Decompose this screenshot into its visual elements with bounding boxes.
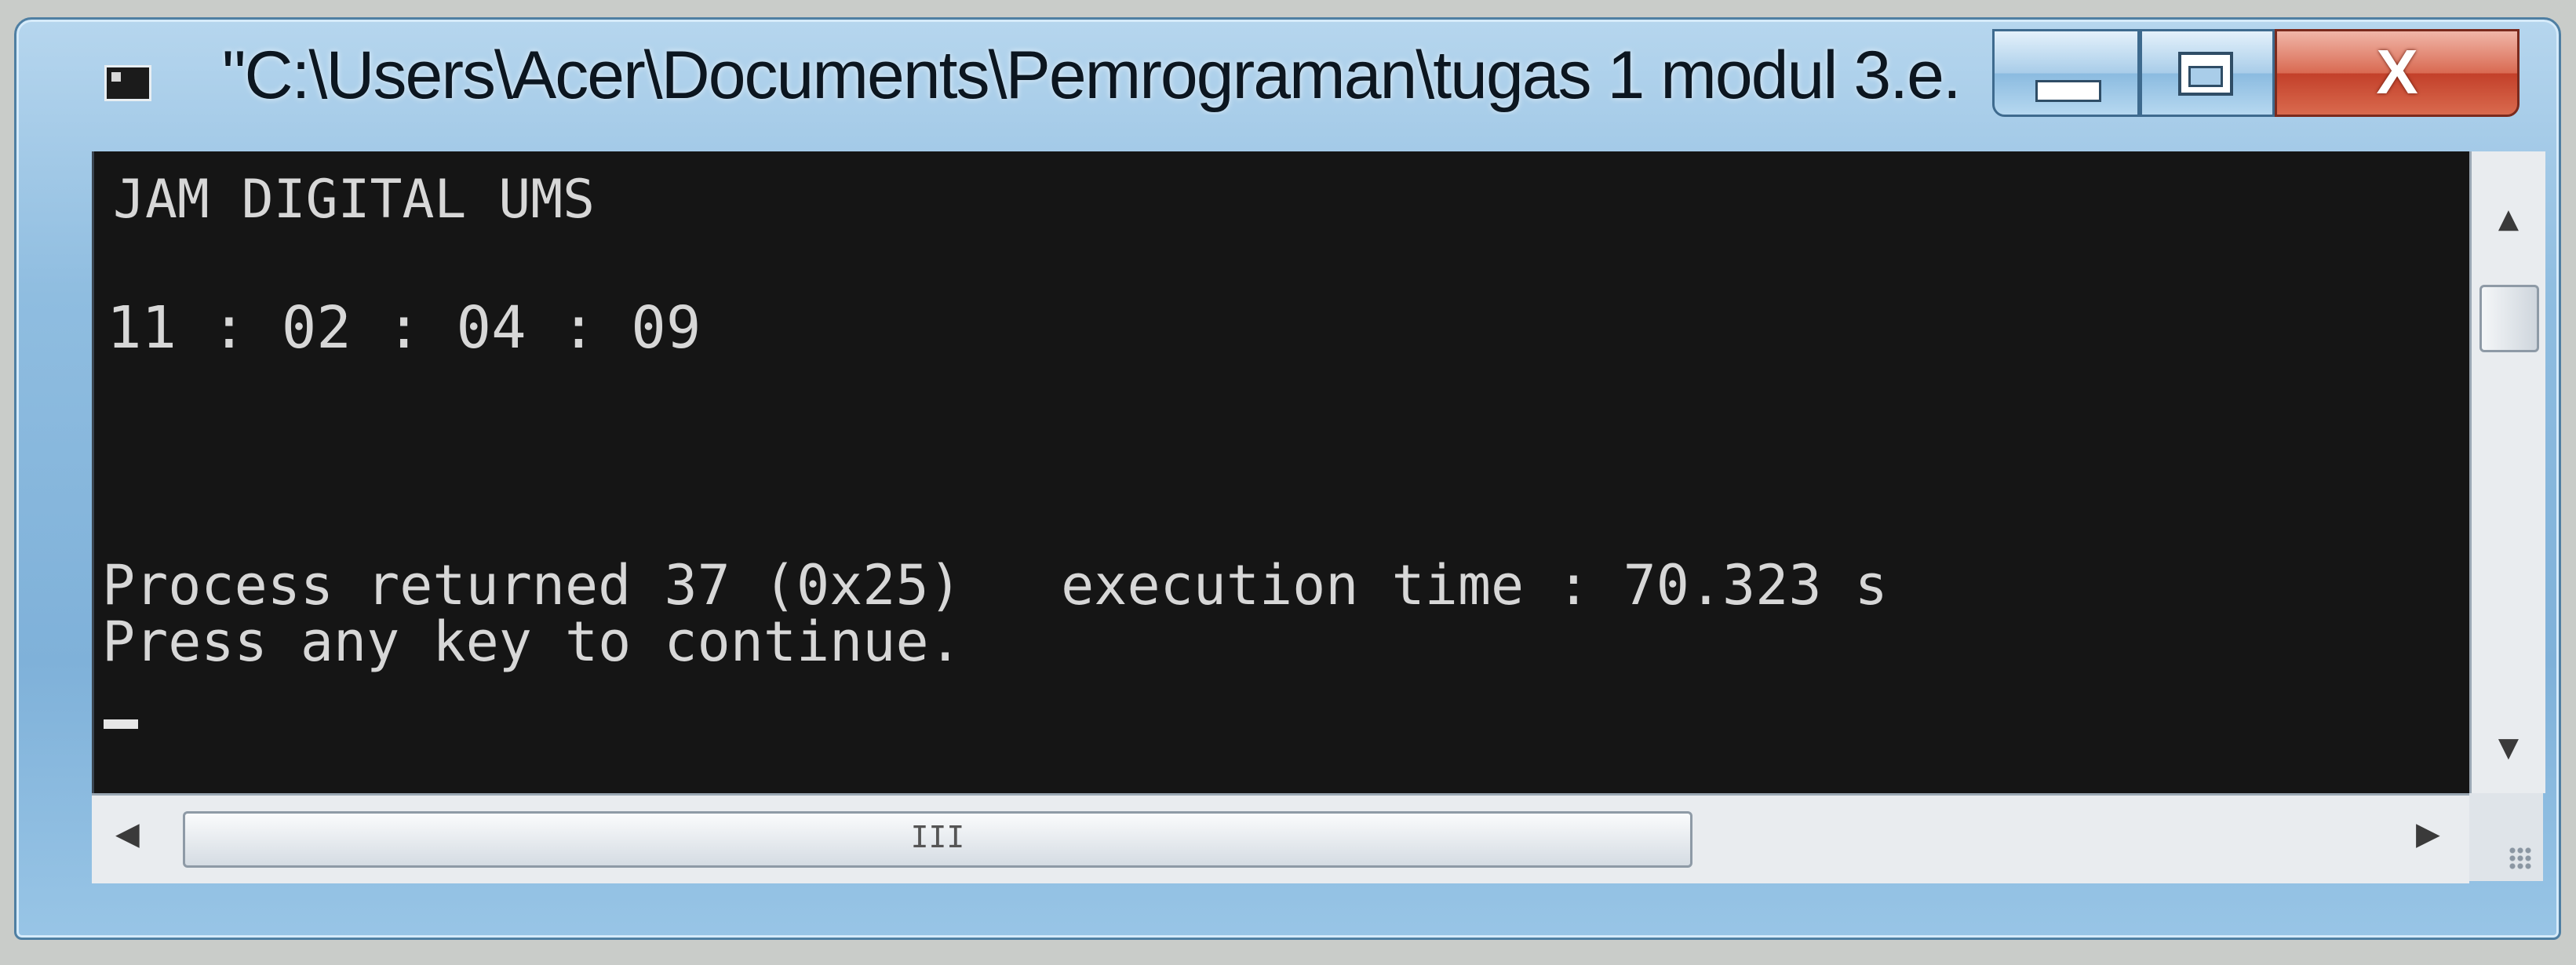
- resize-grip-icon[interactable]: [2469, 793, 2543, 881]
- console-window: "C:\Users\Acer\Documents\Pemrograman\tug…: [14, 17, 2561, 940]
- horizontal-scrollbar[interactable]: ◀ III ▶: [92, 793, 2469, 883]
- title-bar[interactable]: "C:\Users\Acer\Documents\Pemrograman\tug…: [16, 20, 2559, 151]
- maximize-button[interactable]: [2140, 29, 2275, 117]
- scroll-right-arrow-icon[interactable]: ▶: [2416, 816, 2440, 852]
- close-button[interactable]: X: [2275, 29, 2520, 117]
- window-title: "C:\Users\Acer\Documents\Pemrograman\tug…: [222, 38, 1956, 113]
- process-returned-line: Process returned 37 (0x25) execution tim…: [102, 553, 1888, 617]
- grip-icon: III: [910, 820, 965, 854]
- minimize-button[interactable]: [1992, 29, 2140, 117]
- console-icon[interactable]: [104, 65, 151, 101]
- minimize-icon: [2035, 80, 2101, 102]
- scroll-up-arrow-icon[interactable]: ▲: [2498, 203, 2520, 235]
- close-icon: X: [2376, 37, 2418, 107]
- console-heading-line: JAM DIGITAL UMS: [113, 169, 596, 231]
- scroll-left-arrow-icon[interactable]: ◀: [115, 816, 140, 852]
- scroll-down-arrow-icon[interactable]: ▼: [2498, 732, 2520, 763]
- text-cursor: [104, 719, 138, 729]
- clock-readout-line: 11 : 02 : 04 : 09: [107, 294, 701, 362]
- console-output[interactable]: JAM DIGITAL UMS 11 : 02 : 04 : 09 Proces…: [92, 151, 2472, 793]
- horizontal-scroll-thumb[interactable]: III: [183, 811, 1692, 868]
- vertical-scroll-thumb[interactable]: [2479, 285, 2539, 352]
- vertical-scrollbar[interactable]: ▲ ▼: [2469, 151, 2545, 793]
- maximize-icon: [2178, 52, 2233, 96]
- press-any-key-line: Press any key to continue.: [102, 610, 962, 674]
